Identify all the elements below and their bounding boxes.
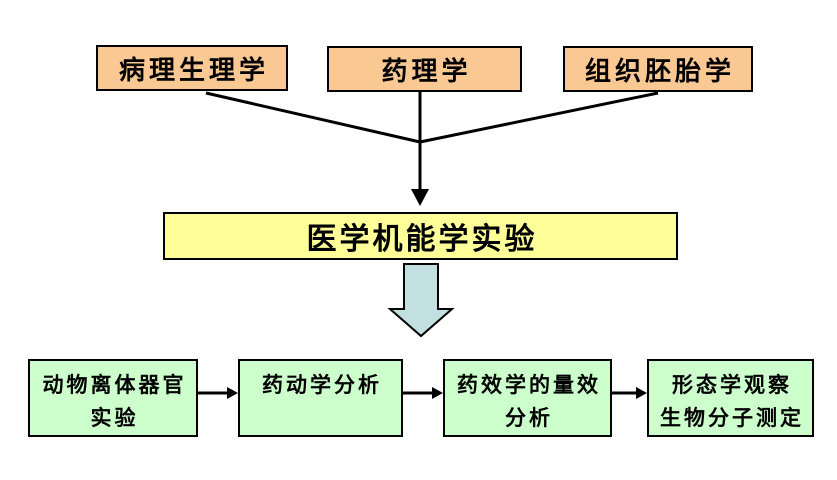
node-pharmacology: 药理学 (327, 46, 522, 92)
node-morphology-biomolecule: 形态学观察 生物分子测定 (647, 359, 814, 437)
node-isolated-organ-experiment-line1: 动物离体器官 (42, 372, 187, 397)
converge-line-left (205, 91, 421, 144)
down-arrowhead-icon (411, 189, 429, 206)
node-dose-effect-analysis-line2: 分析 (505, 405, 553, 430)
node-isolated-organ-experiment: 动物离体器官 实验 (28, 359, 198, 437)
flow-arrow-1-head-icon (227, 387, 238, 399)
converge-line-right (419, 91, 659, 144)
node-medical-functional-experiment: 医学机能学实验 (163, 212, 678, 260)
node-pathophysiology-label: 病理生理学 (118, 55, 269, 86)
node-medical-functional-experiment-label: 医学机能学实验 (306, 222, 538, 257)
node-pharmacology-label: 药理学 (381, 56, 472, 87)
flow-arrow-2-head-icon (432, 387, 443, 399)
node-isolated-organ-experiment-line2: 实验 (90, 405, 139, 430)
node-morphology-biomolecule-line2: 生物分子测定 (660, 405, 804, 430)
node-pharmacokinetics-analysis: 药动学分析 (238, 359, 403, 437)
node-morphology-biomolecule-line1: 形态学观察 (672, 372, 792, 397)
node-pathophysiology: 病理生理学 (96, 45, 288, 91)
node-pharmacokinetics-analysis-line2 (240, 400, 401, 433)
node-dose-effect-analysis-line1: 药效学的量效 (457, 372, 601, 397)
block-down-arrow-icon (387, 263, 455, 338)
flow-arrow-3-head-icon (636, 387, 647, 399)
node-histoembryology: 组织胚胎学 (563, 46, 753, 92)
node-histoembryology-label: 组织胚胎学 (584, 56, 735, 87)
node-dose-effect-analysis: 药效学的量效 分析 (443, 359, 612, 437)
node-pharmacokinetics-analysis-line1: 药动学分析 (262, 372, 382, 397)
